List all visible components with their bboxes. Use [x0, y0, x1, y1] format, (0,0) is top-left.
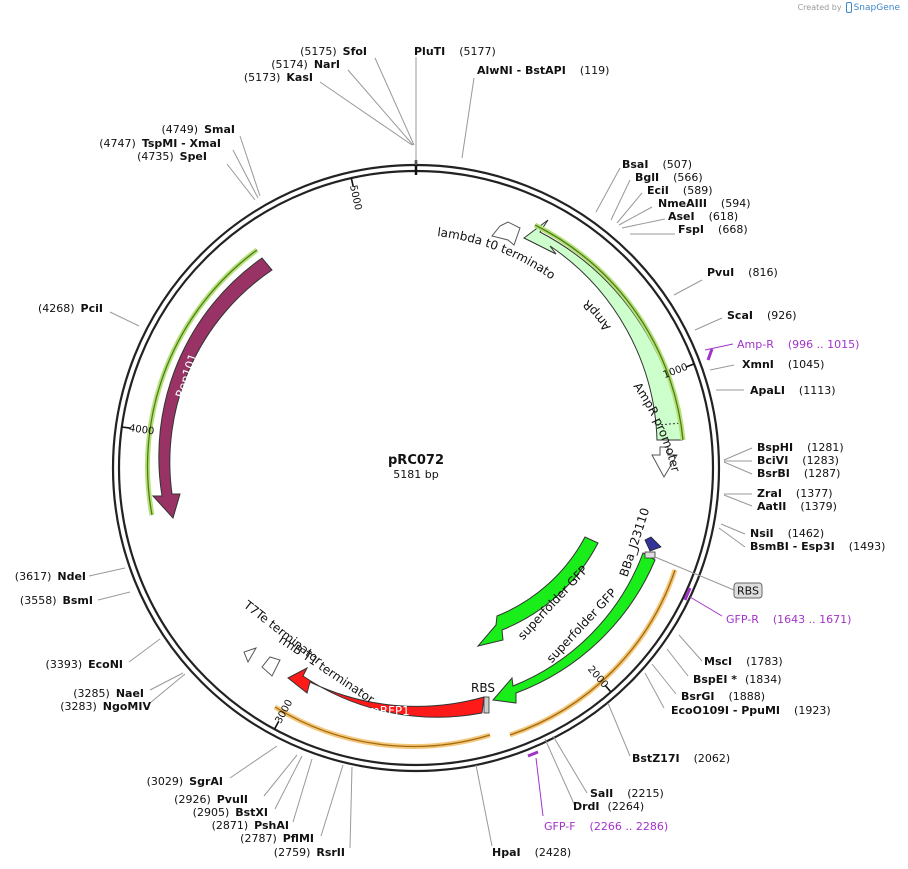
- svg-text:(2759)RsrII: (2759)RsrII: [274, 846, 345, 859]
- tick-mark-1000: [685, 363, 695, 368]
- svg-text:(3558)BsmI: (3558)BsmI: [20, 594, 93, 607]
- credit-brand: SnapGene: [853, 2, 900, 13]
- feature-arrows: [145, 219, 686, 749]
- svg-text:PvuI(816): PvuI(816): [707, 266, 778, 279]
- svg-text:(5173)KasI: (5173)KasI: [244, 71, 313, 84]
- svg-text:ScaI(926): ScaI(926): [727, 309, 797, 322]
- svg-text:Amp-R(996 .. 1015): Amp-R(996 .. 1015): [737, 338, 859, 351]
- svg-text:BglI(566): BglI(566): [635, 171, 703, 184]
- snapgene-credit: Created by SnapGene: [798, 2, 900, 13]
- svg-text:(2926)PvuII: (2926)PvuII: [174, 793, 248, 806]
- t7te-terminator-arrow: [243, 647, 258, 664]
- svg-text:NsiI(1462): NsiI(1462): [750, 527, 824, 540]
- tick-label-3000: 3000: [274, 698, 296, 726]
- svg-text:AatII(1379): AatII(1379): [757, 500, 837, 513]
- svg-text:(2871)PshAI: (2871)PshAI: [212, 819, 289, 832]
- svg-text:AlwNI - BstAPI(119): AlwNI - BstAPI(119): [477, 64, 609, 77]
- tick-label-4000: 4000: [128, 423, 155, 437]
- credit-text: Created by: [797, 3, 842, 12]
- svg-text:AmpR: AmpR: [580, 297, 613, 333]
- svg-text:PluTI(5177): PluTI(5177): [414, 45, 496, 58]
- svg-text:MscI(1783): MscI(1783): [704, 655, 783, 668]
- plasmid-name: pRC072: [388, 453, 444, 468]
- svg-text:(3617)NdeI: (3617)NdeI: [15, 570, 86, 583]
- svg-text:BsrGI(1888): BsrGI(1888): [681, 690, 765, 703]
- rbs-annotation: RBS: [654, 556, 763, 599]
- sfgfp-inner-arrow: [476, 536, 599, 647]
- svg-text:ZraI(1377): ZraI(1377): [757, 487, 833, 500]
- svg-text:(3029)SgrAI: (3029)SgrAI: [147, 775, 223, 788]
- svg-text:NmeAIII(594): NmeAIII(594): [658, 197, 751, 210]
- tick-label-5000: 5000: [347, 184, 363, 211]
- svg-text:(2905)BstXI: (2905)BstXI: [193, 806, 268, 819]
- svg-text:GFP-R(1643 .. 1671): GFP-R(1643 .. 1671): [726, 613, 851, 626]
- feature-labels: AmpR AmpR promoter lambda t0 terminator …: [0, 0, 683, 718]
- sfgfp-outer-arrow: [492, 552, 656, 704]
- svg-text:HpaI(2428): HpaI(2428): [492, 846, 571, 859]
- svg-text:(4735)SpeI: (4735)SpeI: [137, 150, 207, 163]
- plasmid-size: 5181 bp: [393, 468, 438, 481]
- svg-text:SalI(2215): SalI(2215): [590, 787, 664, 800]
- svg-text:DrdI(2264): DrdI(2264): [573, 800, 644, 813]
- svg-text:GFP-F(2266 .. 2286): GFP-F(2266 .. 2286): [544, 820, 668, 833]
- svg-text:BsrBI(1287): BsrBI(1287): [757, 467, 840, 480]
- snapgene-logo-icon: [845, 2, 852, 13]
- tick-mark-5000: [350, 177, 355, 188]
- svg-text:(3283)NgoMIV: (3283)NgoMIV: [60, 700, 151, 713]
- svg-text:BspEI *(1834): BspEI *(1834): [693, 673, 782, 686]
- svg-text:AseI(618): AseI(618): [668, 210, 738, 223]
- svg-text:BsaI(507): BsaI(507): [622, 158, 692, 171]
- site-labels: PluTI(5177) AlwNI - BstAPI(119) (5175)Sf…: [15, 45, 886, 859]
- feature-label-ampr: AmpR: [580, 297, 613, 333]
- feature-label-t7te: T7Te terminator: [240, 597, 324, 667]
- svg-text:EcoO109I - PpuMI(1923): EcoO109I - PpuMI(1923): [671, 704, 831, 717]
- feature-label-lambda-t0: lambda t0 terminator: [0, 0, 558, 282]
- cut-site-lines: [88, 57, 753, 849]
- tick-mark-4000: [121, 426, 131, 430]
- tick-mark-3000: [273, 720, 280, 730]
- rbs-box-outer: [644, 551, 656, 559]
- svg-text:BspHI(1281): BspHI(1281): [757, 441, 844, 454]
- rep101-arrow: [151, 257, 273, 519]
- mrfp1-arrow: [287, 666, 485, 718]
- rbs-box-inner: [483, 696, 490, 714]
- svg-text:(3285)NaeI: (3285)NaeI: [73, 687, 144, 700]
- feature-label-rbs: RBS: [471, 681, 495, 695]
- bba-promoter-arrow: [644, 536, 662, 552]
- primer-marks: [527, 343, 734, 817]
- feature-label-mrfp1: mRFP1: [368, 704, 410, 718]
- svg-text:(5175)SfoI: (5175)SfoI: [300, 45, 367, 58]
- svg-text:(4749)SmaI: (4749)SmaI: [162, 123, 235, 136]
- svg-text:BciVI(1283): BciVI(1283): [757, 454, 839, 467]
- svg-text:BsmBI - Esp3I(1493): BsmBI - Esp3I(1493): [750, 540, 885, 553]
- svg-text:(5174)NarI: (5174)NarI: [271, 58, 340, 71]
- svg-text:EciI(589): EciI(589): [647, 184, 713, 197]
- svg-text:XmnI(1045): XmnI(1045): [742, 358, 824, 371]
- rbs-box-label: RBS: [737, 585, 759, 598]
- svg-text:BstZ17I(2062): BstZ17I(2062): [632, 752, 730, 765]
- svg-text:(2787)PflMI: (2787)PflMI: [240, 832, 314, 845]
- svg-text:lambda t0 terminator: lambda t0 terminator: [0, 0, 558, 282]
- tick-mark-2000: [604, 684, 612, 693]
- svg-text:(4747)TspMI - XmaI: (4747)TspMI - XmaI: [99, 137, 221, 150]
- svg-text:ApaLI(1113): ApaLI(1113): [750, 384, 836, 397]
- svg-text:(4268)PciI: (4268)PciI: [38, 302, 103, 315]
- primer-labels: Amp-R(996 .. 1015) GFP-R(1643 .. 1671) G…: [544, 338, 859, 833]
- rrnb-terminator-arrow: [261, 656, 281, 677]
- svg-text:FspI(668): FspI(668): [678, 223, 748, 236]
- svg-text:(3393)EcoNI: (3393)EcoNI: [46, 658, 123, 671]
- lambda-terminator-arrow: [491, 221, 521, 246]
- ampr-promoter-arrow: [651, 446, 678, 479]
